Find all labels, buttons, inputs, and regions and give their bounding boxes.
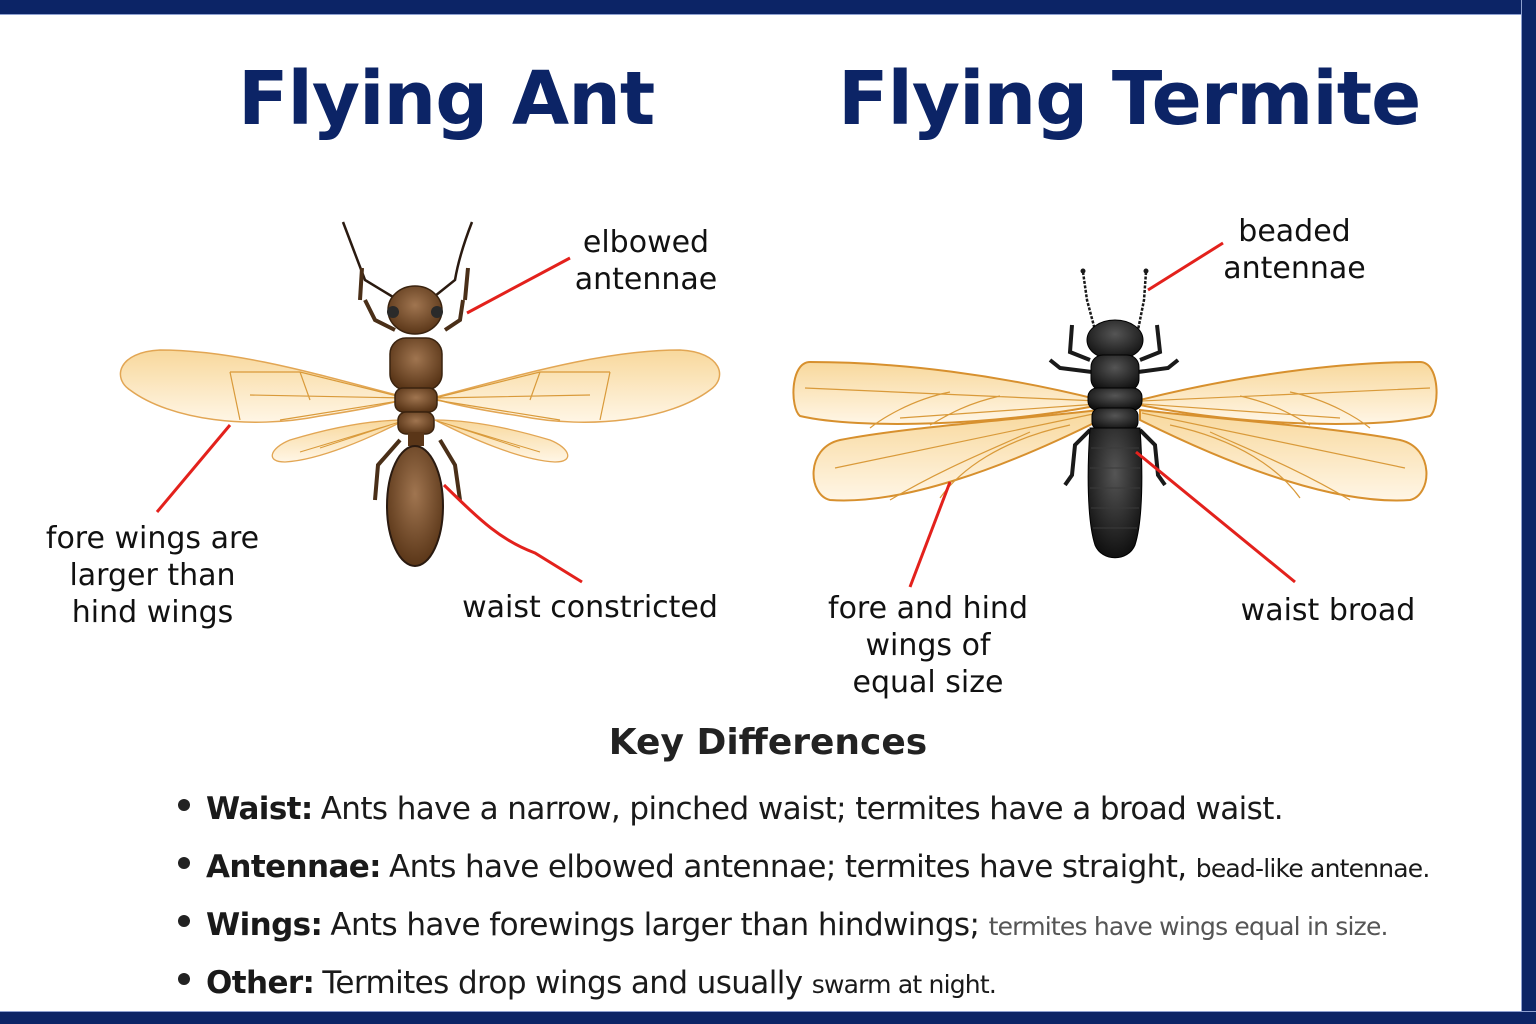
difference-text: Ants have a narrow, pinched waist; termi…	[320, 791, 1284, 827]
termite-wings-callout-line	[908, 481, 952, 588]
difference-term: Waist:	[206, 791, 313, 827]
ant-waist-callout-line	[442, 483, 583, 584]
termite-antennae-callout-line	[1147, 241, 1224, 292]
difference-text-tail: termites have wings equal in size.	[988, 912, 1389, 941]
flying-termite-title: Flying Termite	[838, 56, 1421, 142]
flying-ant-title: Flying Ant	[238, 56, 655, 142]
difference-term: Wings:	[206, 907, 323, 943]
ant-hind-wing-right	[434, 419, 569, 463]
key-difference-antennae: Antennae: Ants have elbowed antennae; te…	[178, 848, 1430, 906]
termite-antennae-label: beaded antennae	[1223, 214, 1366, 286]
frame-bottom-border	[0, 1011, 1536, 1024]
bullet-icon	[178, 799, 190, 811]
termite-fore-wing-right	[1139, 360, 1438, 429]
key-difference-wings: Wings: Ants have forewings larger than h…	[178, 906, 1430, 964]
ant-hind-wing-left	[271, 419, 406, 463]
bullet-icon	[178, 973, 190, 985]
key-differences-list: Waist: Ants have a narrow, pinched waist…	[178, 790, 1430, 1022]
ant-wings-label: fore wings are larger than hind wings	[45, 521, 260, 630]
comparison-diagram	[119, 221, 1438, 588]
bullet-icon	[178, 915, 190, 927]
frame-top-border	[0, 0, 1536, 15]
termite-waist-callout-line	[1135, 450, 1296, 584]
difference-text: Termites drop wings and usually	[322, 965, 803, 1001]
difference-text-tail: bead-like antennae.	[1195, 854, 1431, 883]
frame-right-border	[1521, 0, 1536, 1024]
flying-ant-illustration	[119, 221, 721, 567]
ant-antennae-callout-line	[466, 256, 571, 315]
ant-waist-label: waist constricted	[462, 590, 718, 625]
difference-text: Ants have elbowed antennae; termites hav…	[388, 849, 1187, 885]
difference-text: Ants have forewings larger than hindwing…	[330, 907, 980, 943]
key-difference-other: Other: Termites drop wings and usually s…	[178, 964, 1430, 1022]
bullet-icon	[178, 857, 190, 869]
ant-fore-wing-right	[429, 349, 721, 423]
difference-term: Other:	[206, 965, 315, 1001]
flying-termite-illustration	[792, 268, 1438, 559]
key-difference-waist: Waist: Ants have a narrow, pinched waist…	[178, 790, 1430, 848]
difference-term: Antennae:	[206, 849, 382, 885]
termite-hind-wing-right	[1139, 408, 1428, 502]
termite-wings-label: fore and hind wings of equal size	[828, 591, 1028, 700]
difference-text-tail: swarm at night.	[811, 970, 997, 999]
ant-wings-callout-line	[155, 424, 232, 513]
termite-waist-label: waist broad	[1240, 593, 1416, 628]
ant-fore-wing-left	[119, 349, 411, 423]
key-differences-heading: Key Differences	[608, 722, 928, 763]
termite-fore-wing-left	[792, 360, 1101, 429]
ant-antennae-label: elbowed antennae	[574, 225, 718, 297]
